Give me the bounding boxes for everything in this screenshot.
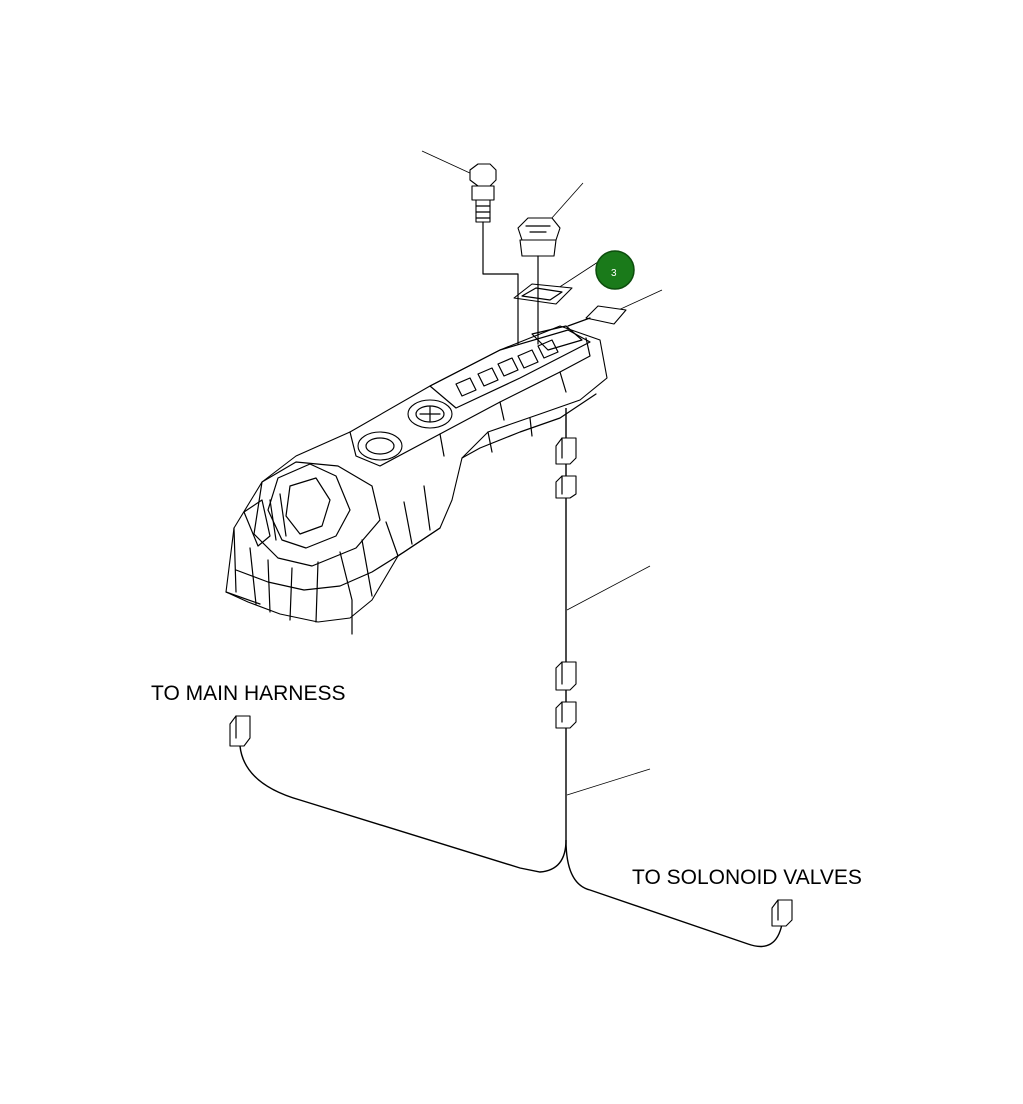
wire-harness <box>239 408 783 948</box>
bolt-part <box>469 163 497 223</box>
solenoid-valve-connector <box>771 899 793 927</box>
solenoid-valves-label: TO SOLONOID VALVES <box>632 866 862 889</box>
assembly-lines <box>482 221 591 345</box>
connector <box>555 661 577 691</box>
connectors <box>229 437 793 927</box>
switch-part <box>517 217 561 257</box>
callout-marker[interactable]: 3 <box>595 250 635 290</box>
connector <box>555 437 577 465</box>
main-harness-label: TO MAIN HARNESS <box>151 682 345 705</box>
connector <box>555 475 577 499</box>
main-harness-connector <box>229 715 251 747</box>
callout-number: 3 <box>611 268 617 279</box>
cover-plate-part <box>513 283 573 305</box>
label-plate-part <box>585 305 627 325</box>
leader-lines <box>421 150 663 796</box>
armrest-console <box>225 325 608 635</box>
connector <box>555 701 577 729</box>
